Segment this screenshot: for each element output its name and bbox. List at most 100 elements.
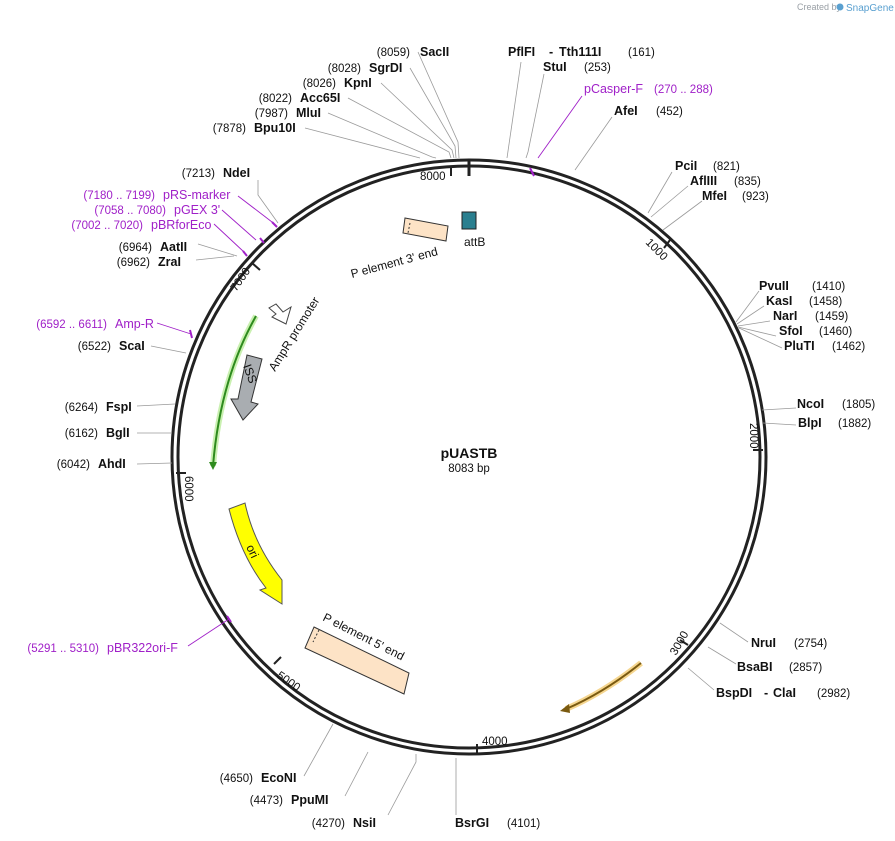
primer-pbrforeco-name: pBRforEco	[151, 218, 211, 232]
enzyme-ndei-name: NdeI	[223, 166, 250, 180]
enzyme-ahdi-pos: (6042)	[57, 459, 90, 471]
enzyme-tth111i-name: Tth111I	[559, 45, 601, 59]
enzyme-bspdi-pos: (2982)	[817, 688, 850, 700]
enzyme-ppumi-pos: (4473)	[250, 795, 283, 807]
enzyme-bspdi-separator: -	[764, 686, 768, 700]
enzyme-bsabi-name: BsaBI	[737, 660, 772, 674]
enzyme-afei-name: AfeI	[614, 104, 638, 118]
enzyme-kasi-name: KasI	[766, 294, 792, 308]
label-attb: attB	[464, 235, 485, 249]
enzyme-pflfi-pos: (161)	[628, 47, 655, 59]
feature-ori	[228, 502, 283, 605]
credit-brand: SnapGene	[846, 3, 894, 14]
enzyme-mlui-name: MluI	[296, 106, 321, 120]
enzyme-afliii-name: AflIII	[690, 174, 717, 188]
enzyme-nari-name: NarI	[773, 309, 797, 323]
enzyme-afliii-pos: (835)	[734, 176, 761, 188]
primer-amp-r-range: (6592 .. 6611)	[36, 319, 107, 331]
tick-label-6000: 6000	[182, 476, 194, 502]
enzyme-sgrdi-name: SgrDI	[369, 61, 402, 75]
enzyme-aatii-name: AatII	[160, 240, 187, 254]
primer-pgex3-range: (7058 .. 7080)	[94, 205, 166, 217]
tick-label-5000: 5000	[274, 670, 302, 695]
enzyme-pcii-name: PciI	[675, 159, 697, 173]
enzyme-leader-lines	[136, 51, 797, 816]
enzyme-bsabi-pos: (2857)	[789, 662, 822, 674]
plasmid-length: 8083 bp	[448, 463, 490, 475]
enzyme-ahdi-name: AhdI	[98, 457, 126, 471]
enzyme-mfei-pos: (923)	[742, 191, 769, 203]
enzyme-pluti-pos: (1462)	[832, 341, 865, 353]
label-p-element-3-end: P element 3' end	[349, 244, 439, 281]
enzyme-mlui-pos: (7987)	[255, 108, 288, 120]
enzyme-saci-name: SacII	[420, 45, 449, 59]
primer-leader-lines	[156, 95, 583, 647]
primer-pcasper-f-name: pCasper-F	[584, 82, 643, 96]
enzyme-pflfi-name: PflFI	[508, 45, 535, 59]
tick-label-3000: 3000	[668, 629, 691, 657]
primer-binding-marks	[189, 167, 535, 623]
feature-ampr-promoter	[268, 303, 292, 325]
tick-label-4000: 4000	[482, 736, 508, 748]
enzyme-pflfi-separator: -	[549, 45, 553, 59]
label-iss: ISS	[240, 362, 260, 385]
feature-cds-orange	[565, 662, 642, 710]
tick-label-2000: 2000	[747, 423, 759, 449]
credit-created-by: Created by	[797, 2, 842, 12]
feature-p-element-3-end	[402, 217, 449, 242]
primer-pgex3-name: pGEX 3'	[174, 203, 220, 217]
enzyme-econi-name: EcoNI	[261, 771, 296, 785]
enzyme-bsrgi-name: BsrGI	[455, 816, 489, 830]
enzyme-afei-pos: (452)	[656, 106, 683, 118]
feature-p-element-5-end	[304, 626, 410, 695]
cds-orange-arrowhead	[560, 704, 570, 713]
enzyme-sgrdi-pos: (8028)	[328, 63, 361, 75]
enzyme-blpi-name: BlpI	[798, 416, 822, 430]
enzyme-kpni-name: KpnI	[344, 76, 372, 90]
enzyme-nrui-pos: (2754)	[794, 638, 827, 650]
enzyme-bspdi-name: BspDI	[716, 686, 752, 700]
enzyme-blpi-pos: (1882)	[838, 418, 871, 430]
snapgene-logo-icon	[836, 3, 844, 11]
primer-pbr322ori-f-name: pBR322ori-F	[107, 641, 178, 655]
enzyme-ppumi-name: PpuMI	[291, 793, 329, 807]
enzyme-saci-pos: (8059)	[377, 47, 410, 59]
enzyme-bpu10i-pos: (7878)	[213, 123, 246, 135]
enzyme-mfei-name: MfeI	[702, 189, 727, 203]
enzyme-fspi-pos: (6264)	[65, 402, 98, 414]
enzyme-bgli-name: BglI	[106, 426, 130, 440]
enzyme-stui-pos: (253)	[584, 62, 611, 74]
enzyme-aatii-pos: (6964)	[119, 242, 152, 254]
enzyme-kpni-pos: (8026)	[303, 78, 336, 90]
tick-label-8000: 8000	[420, 171, 446, 183]
enzyme-zrai-name: ZraI	[158, 255, 181, 269]
enzyme-bsrgi-pos: (4101)	[507, 818, 540, 830]
enzyme-pvuii-name: PvuII	[759, 279, 789, 293]
enzyme-sfoi-pos: (1460)	[819, 326, 852, 338]
enzyme-ndei-pos: (7213)	[182, 168, 215, 180]
enzyme-ncoi-name: NcoI	[797, 397, 824, 411]
enzyme-zrai-pos: (6962)	[117, 257, 150, 269]
feature-ampr-cds	[212, 315, 257, 467]
enzyme-econi-pos: (4650)	[220, 773, 253, 785]
enzyme-sfoi-name: SfoI	[779, 324, 803, 338]
primer-prs-marker-name: pRS-marker	[163, 188, 230, 202]
ampr-cds-arrowhead	[209, 462, 217, 470]
tick-marks	[176, 166, 763, 754]
label-ori: ori	[243, 542, 261, 560]
enzyme-nsii-name: NsiI	[353, 816, 376, 830]
primer-pbr322ori-f-range: (5291 .. 5310)	[27, 643, 99, 655]
primer-prs-marker-range: (7180 .. 7199)	[83, 190, 155, 202]
feature-cds-orange-highlight	[564, 660, 643, 712]
enzyme-bpu10i-name: Bpu10I	[254, 121, 296, 135]
enzyme-acc65i-name: Acc65I	[300, 91, 340, 105]
enzyme-pvuii-pos: (1410)	[812, 281, 845, 293]
enzyme-nrui-name: NruI	[751, 636, 776, 650]
feature-attb	[461, 211, 477, 230]
enzyme-stui-name: StuI	[543, 60, 567, 74]
primer-amp-r-name: Amp-R	[115, 317, 154, 331]
plasmid-name: pUASTB	[441, 445, 498, 461]
enzyme-nsii-pos: (4270)	[312, 818, 345, 830]
enzyme-acc65i-pos: (8022)	[259, 93, 292, 105]
